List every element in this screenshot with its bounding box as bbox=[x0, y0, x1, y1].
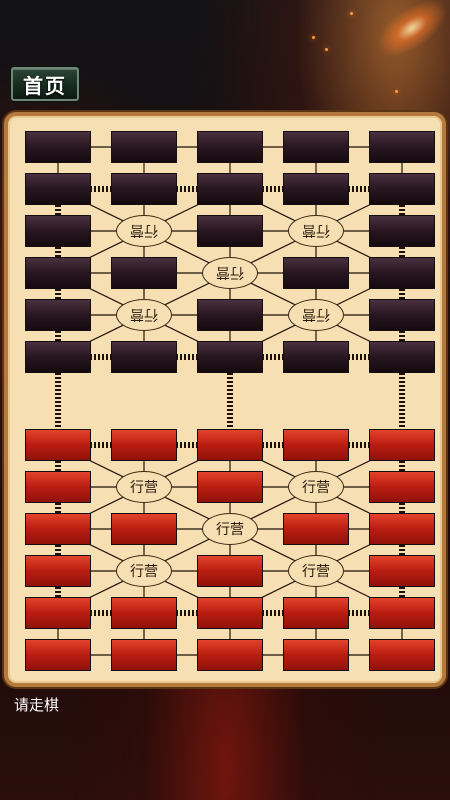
player-piece-slot[interactable] bbox=[25, 639, 91, 671]
opponent-piece-slot[interactable] bbox=[25, 299, 91, 331]
player-piece-slot[interactable] bbox=[111, 639, 177, 671]
camp-label: 行营 bbox=[216, 264, 244, 280]
ember-spark bbox=[395, 90, 398, 93]
ember-spark bbox=[350, 12, 353, 15]
opponent-piece-slot[interactable] bbox=[283, 131, 349, 163]
opponent-piece-slot[interactable] bbox=[197, 215, 263, 247]
camp-cell[interactable]: 行营 bbox=[116, 215, 172, 247]
player-piece-slot[interactable] bbox=[369, 429, 435, 461]
camp-label: 行营 bbox=[130, 306, 158, 322]
home-button[interactable]: 首页 bbox=[11, 67, 79, 101]
camp-cell[interactable]: 行营 bbox=[116, 299, 172, 331]
camp-cell[interactable]: 行营 bbox=[288, 471, 344, 503]
player-piece-slot[interactable] bbox=[283, 639, 349, 671]
opponent-piece-slot[interactable] bbox=[25, 173, 91, 205]
player-piece-slot[interactable] bbox=[197, 429, 263, 461]
camp-label: 行营 bbox=[302, 222, 330, 238]
opponent-piece-slot[interactable] bbox=[111, 341, 177, 373]
camp-cell[interactable]: 行营 bbox=[288, 215, 344, 247]
opponent-piece-slot[interactable] bbox=[197, 131, 263, 163]
opponent-piece-slot[interactable] bbox=[369, 257, 435, 289]
player-piece-slot[interactable] bbox=[283, 597, 349, 629]
opponent-piece-slot[interactable] bbox=[283, 173, 349, 205]
opponent-piece-slot[interactable] bbox=[25, 215, 91, 247]
camp-cell[interactable]: 行营 bbox=[202, 513, 258, 545]
player-piece-slot[interactable] bbox=[197, 471, 263, 503]
opponent-piece-slot[interactable] bbox=[25, 341, 91, 373]
player-piece-slot[interactable] bbox=[25, 471, 91, 503]
opponent-piece-slot[interactable] bbox=[111, 257, 177, 289]
opponent-piece-slot[interactable] bbox=[369, 215, 435, 247]
opponent-piece-slot[interactable] bbox=[197, 299, 263, 331]
opponent-piece-slot[interactable] bbox=[369, 131, 435, 163]
camp-label: 行营 bbox=[130, 222, 158, 238]
camp-cell[interactable]: 行营 bbox=[116, 555, 172, 587]
player-piece-slot[interactable] bbox=[197, 597, 263, 629]
player-piece-slot[interactable] bbox=[25, 555, 91, 587]
opponent-piece-slot[interactable] bbox=[197, 173, 263, 205]
player-piece-slot[interactable] bbox=[197, 639, 263, 671]
camp-label: 行营 bbox=[130, 564, 158, 580]
board-grid: 行营行营行营行营行营行营行营行营行营行营 bbox=[8, 116, 442, 683]
opponent-piece-slot[interactable] bbox=[111, 131, 177, 163]
camp-cell[interactable]: 行营 bbox=[288, 299, 344, 331]
camp-label: 行营 bbox=[302, 480, 330, 496]
camp-label: 行营 bbox=[216, 522, 244, 538]
status-message: 请走棋 bbox=[14, 696, 60, 714]
opponent-piece-slot[interactable] bbox=[283, 257, 349, 289]
player-piece-slot[interactable] bbox=[111, 513, 177, 545]
player-piece-slot[interactable] bbox=[25, 597, 91, 629]
player-piece-slot[interactable] bbox=[25, 513, 91, 545]
player-piece-slot[interactable] bbox=[111, 429, 177, 461]
opponent-piece-slot[interactable] bbox=[197, 341, 263, 373]
camp-label: 行营 bbox=[302, 306, 330, 322]
camp-label: 行营 bbox=[130, 480, 158, 496]
camp-cell[interactable]: 行营 bbox=[116, 471, 172, 503]
player-piece-slot[interactable] bbox=[111, 597, 177, 629]
ember-spark bbox=[325, 48, 328, 51]
opponent-piece-slot[interactable] bbox=[25, 131, 91, 163]
player-piece-slot[interactable] bbox=[283, 429, 349, 461]
opponent-piece-slot[interactable] bbox=[283, 341, 349, 373]
camp-cell[interactable]: 行营 bbox=[288, 555, 344, 587]
game-board: 行营行营行营行营行营行营行营行营行营行营 bbox=[4, 112, 446, 687]
opponent-piece-slot[interactable] bbox=[369, 341, 435, 373]
background-flare bbox=[367, 0, 450, 68]
player-piece-slot[interactable] bbox=[369, 555, 435, 587]
player-piece-slot[interactable] bbox=[283, 513, 349, 545]
opponent-piece-slot[interactable] bbox=[25, 257, 91, 289]
ember-spark bbox=[312, 36, 315, 39]
player-piece-slot[interactable] bbox=[369, 513, 435, 545]
opponent-piece-slot[interactable] bbox=[111, 173, 177, 205]
opponent-piece-slot[interactable] bbox=[369, 299, 435, 331]
player-piece-slot[interactable] bbox=[25, 429, 91, 461]
camp-label: 行营 bbox=[302, 564, 330, 580]
player-piece-slot[interactable] bbox=[369, 639, 435, 671]
camp-cell[interactable]: 行营 bbox=[202, 257, 258, 289]
player-piece-slot[interactable] bbox=[197, 555, 263, 587]
opponent-piece-slot[interactable] bbox=[369, 173, 435, 205]
player-piece-slot[interactable] bbox=[369, 597, 435, 629]
player-piece-slot[interactable] bbox=[369, 471, 435, 503]
